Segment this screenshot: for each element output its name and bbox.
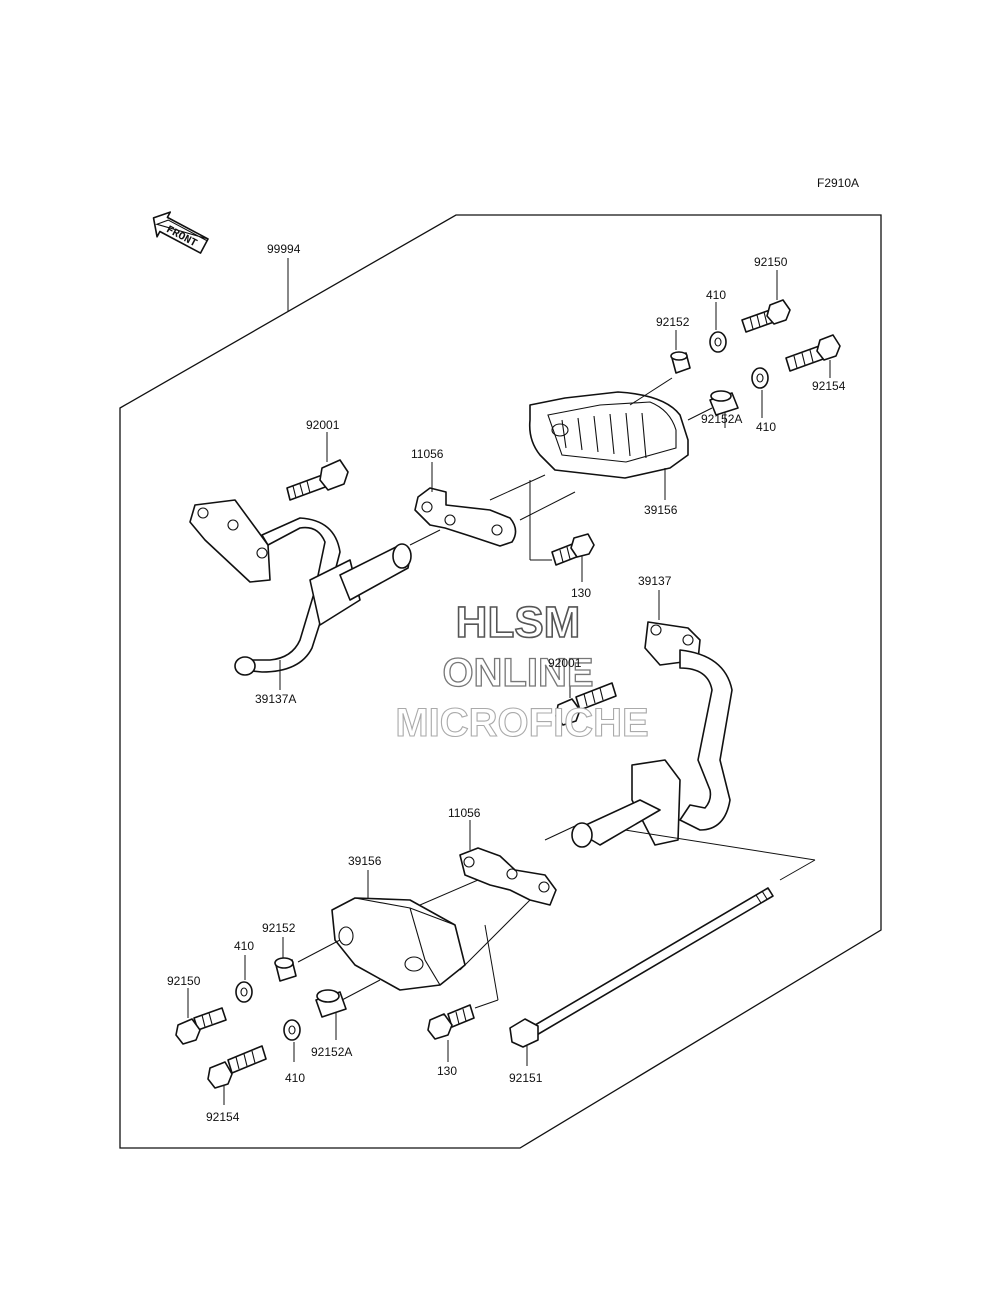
bracket-39137 xyxy=(571,621,733,848)
callout-410-upper-a: 410 xyxy=(706,288,726,302)
front-arrow-icon: FRONT xyxy=(152,211,209,254)
bolt-92150-lower xyxy=(175,1007,227,1045)
washer-410-upper-a xyxy=(709,331,727,353)
callout-92154-upper: 92154 xyxy=(812,379,846,393)
bolt-92154-lower xyxy=(207,1045,267,1089)
collar-92152-upper xyxy=(670,351,691,374)
callout-92001-upper: 92001 xyxy=(306,418,340,432)
slider-39156-upper xyxy=(528,391,689,479)
bolt-92154-upper xyxy=(785,334,841,372)
callout-92001-middle: 92001 xyxy=(548,656,582,670)
bolt-92151 xyxy=(509,887,774,1048)
callout-410-lower-b: 410 xyxy=(285,1071,305,1085)
watermark-line1: HLSM xyxy=(456,598,581,647)
assembly-number: 99994 xyxy=(267,242,301,256)
figure-code: F2910A xyxy=(817,176,859,190)
callout-92150-lower: 92150 xyxy=(167,974,201,988)
slider-39156-lower xyxy=(331,897,466,991)
washer-410-lower-a xyxy=(235,981,253,1003)
callout-92152A-upper: 92152A xyxy=(701,412,742,426)
bolt-130-upper xyxy=(551,533,595,566)
callout-410-lower-a: 410 xyxy=(234,939,254,953)
callout-39156-lower: 39156 xyxy=(348,854,382,868)
clamp-11056-upper xyxy=(414,487,517,547)
callout-92150-upper: 92150 xyxy=(754,255,788,269)
callout-410-upper-b: 410 xyxy=(756,420,776,434)
washer-410-upper-b xyxy=(751,367,769,389)
watermark: HLSM ONLINE MICROFICHE xyxy=(395,597,649,745)
collar-92152A-lower xyxy=(315,989,347,1018)
guide-lines-lower xyxy=(297,825,816,1009)
collar-92152-lower xyxy=(274,957,297,982)
bolt-92150-upper xyxy=(741,299,791,333)
callout-92151: 92151 xyxy=(509,1071,543,1085)
bolt-92001-upper xyxy=(286,459,349,501)
bolt-130-lower xyxy=(427,1004,475,1040)
assembly-frame xyxy=(119,214,882,1149)
callout-130-upper: 130 xyxy=(571,586,591,600)
callout-11056-upper: 11056 xyxy=(411,447,444,461)
callout-92152-lower: 92152 xyxy=(262,921,296,935)
callout-92152A-lower: 92152A xyxy=(311,1045,352,1059)
callout-130-lower: 130 xyxy=(437,1064,457,1078)
callout-92154-lower: 92154 xyxy=(206,1110,240,1124)
clamp-11056-lower xyxy=(459,847,557,906)
bracket-39137A xyxy=(189,499,412,676)
watermark-line3: MICROFICHE xyxy=(395,701,648,745)
callout-39137A: 39137A xyxy=(255,692,296,706)
bolt-92001-middle xyxy=(555,682,617,726)
callout-11056-lower: 11056 xyxy=(448,806,481,820)
callout-39137: 39137 xyxy=(638,574,672,588)
callout-92152-upper: 92152 xyxy=(656,315,690,329)
collar-92152A-upper xyxy=(709,390,739,416)
callout-39156-upper: 39156 xyxy=(644,503,678,517)
washer-410-lower-b xyxy=(283,1019,301,1041)
guide-lines-upper xyxy=(409,377,713,561)
watermark-line2: ONLINE xyxy=(442,651,593,695)
